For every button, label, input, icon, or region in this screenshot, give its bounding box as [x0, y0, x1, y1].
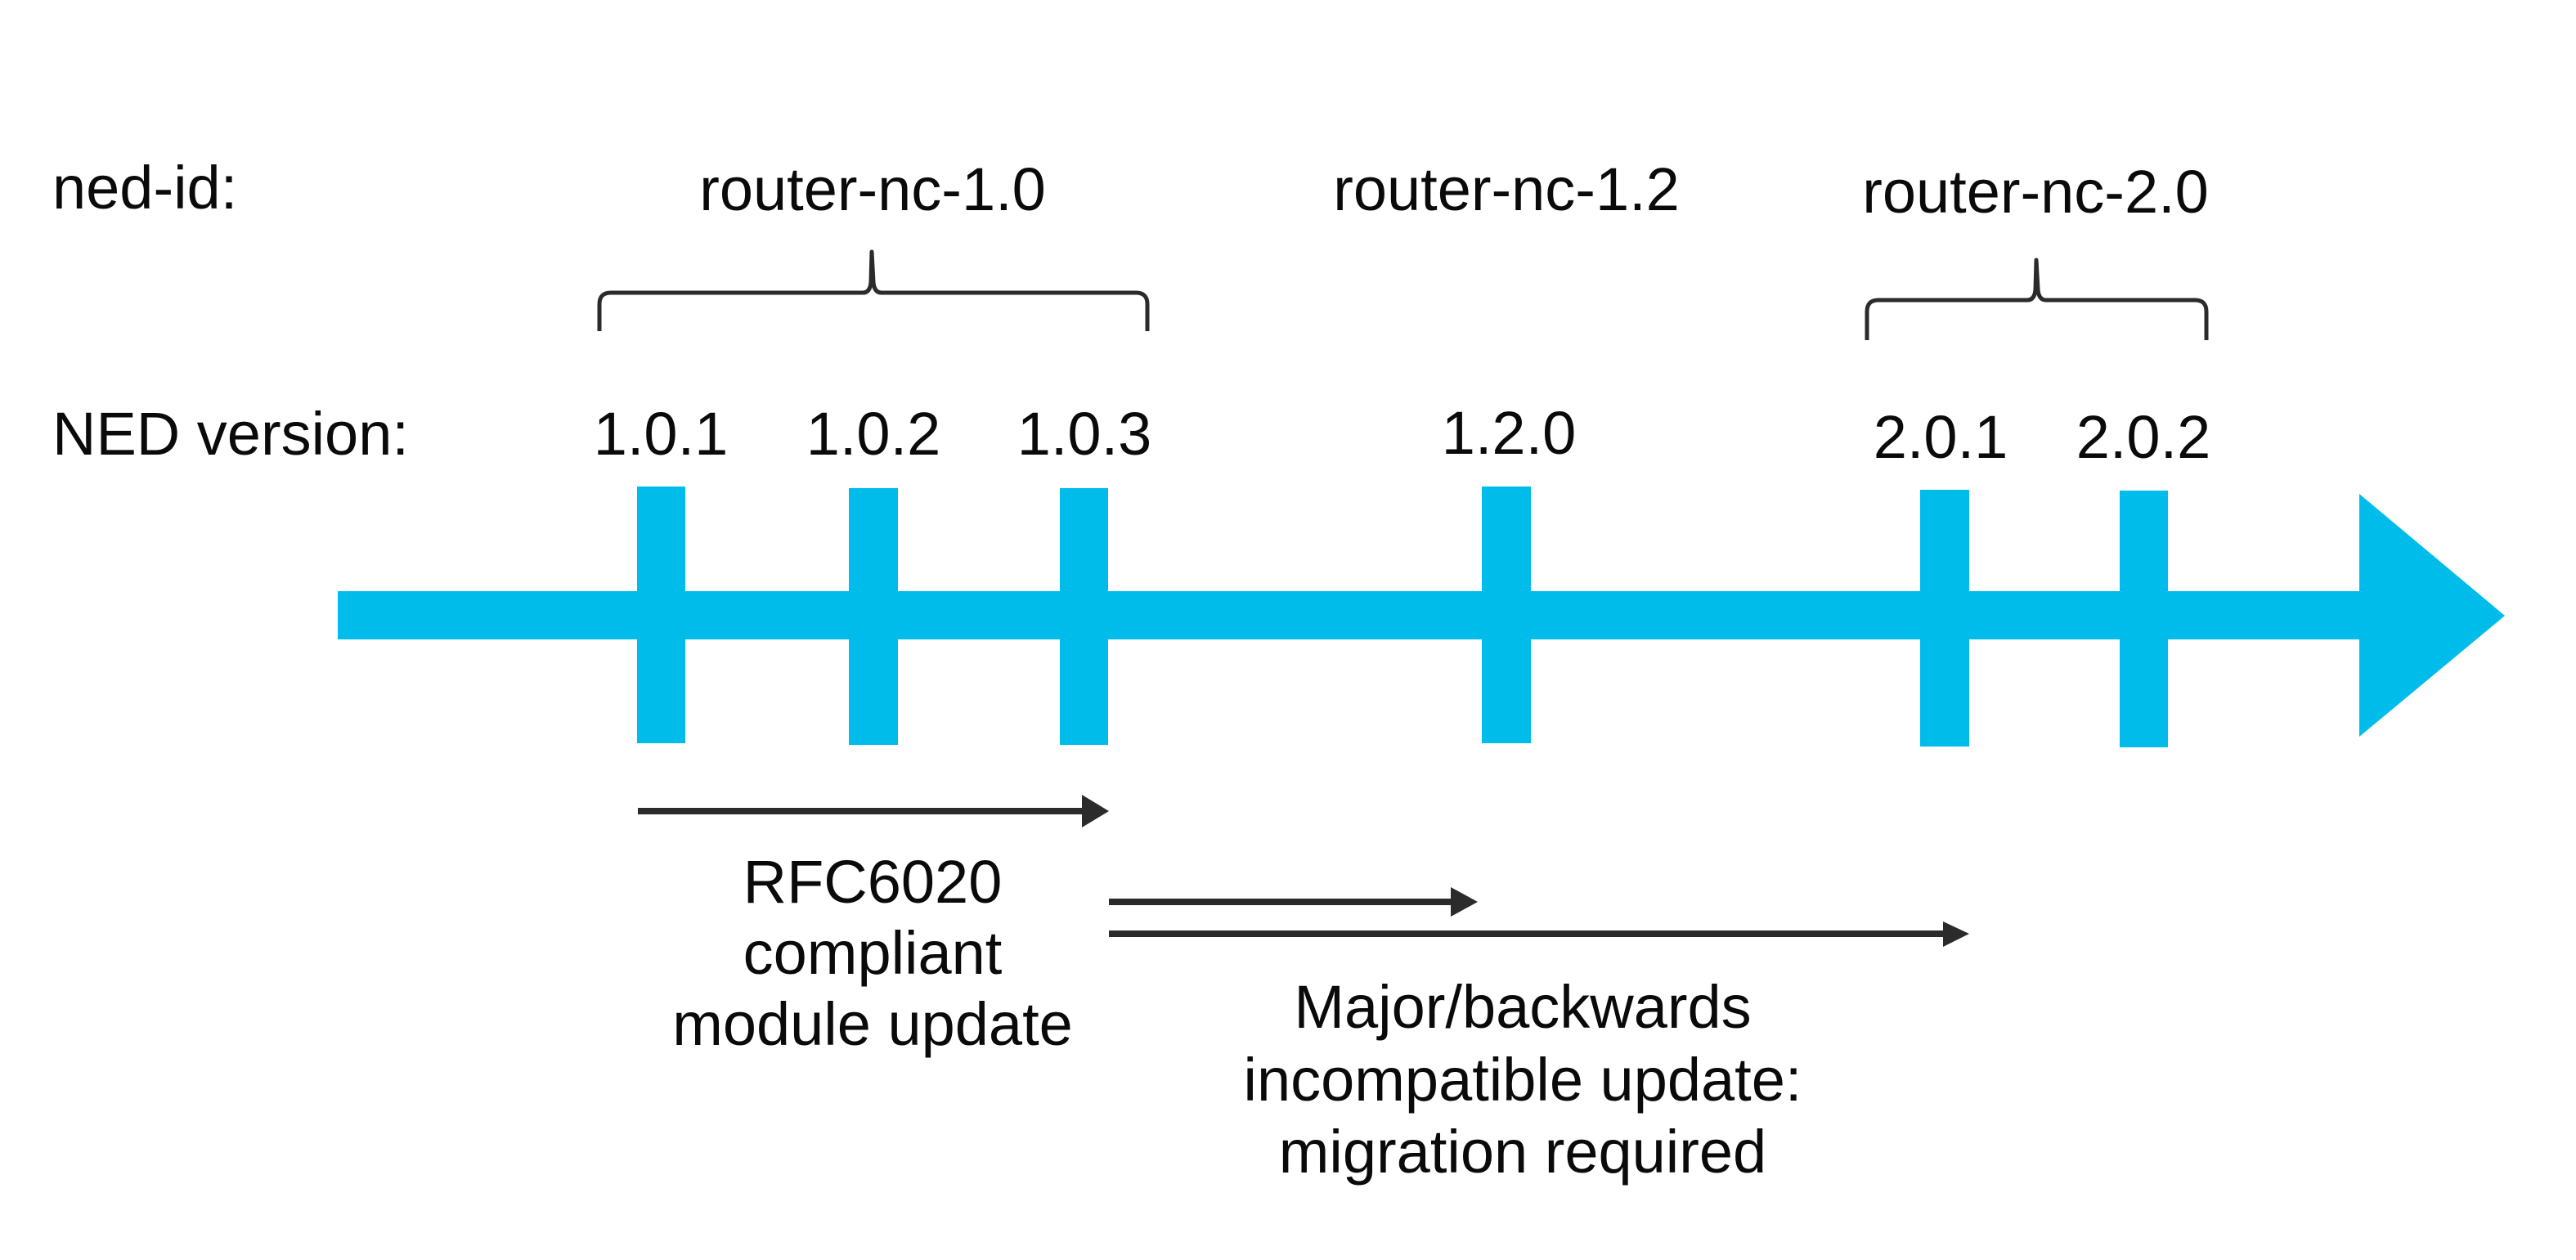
version-label-2-0-1: 2.0.1	[1874, 403, 2008, 471]
arrow-head-icon	[1451, 887, 1478, 917]
note-compliant-line-2: compliant	[743, 919, 1003, 987]
version-tick-1-2-0	[1482, 487, 1531, 743]
update-arrow-1-0-1-to-1-0-3	[638, 795, 1109, 827]
update-arrows	[638, 795, 1969, 947]
timeline-arrowhead-icon	[2359, 494, 2505, 737]
version-label-1-0-2: 1.0.2	[806, 400, 941, 468]
arrow-shaft	[638, 808, 1084, 814]
update-arrow-1-0-3-to-2-0-1	[1109, 921, 1969, 947]
version-tick-1-0-1	[637, 487, 685, 743]
arrow-shaft	[1109, 930, 1945, 937]
ned-id-label-router-nc-2-0: router-nc-2.0	[1862, 158, 2209, 226]
arrow-head-icon	[1943, 921, 1969, 947]
ned-id-row-label: ned-id:	[52, 154, 237, 222]
version-label-2-0-2: 2.0.2	[2076, 403, 2211, 471]
arrow-shaft	[1109, 899, 1452, 905]
version-tick-2-0-1	[1920, 490, 1969, 747]
version-label-1-0-1: 1.0.1	[594, 400, 729, 468]
version-tick-1-0-3	[1060, 488, 1108, 745]
update-arrow-1-0-3-to-1-2-0	[1109, 887, 1478, 917]
brace-router-nc-1-0	[597, 249, 1150, 331]
note-major-line-3: migration required	[1279, 1118, 1766, 1186]
note-compliant-line-1: RFC6020	[743, 848, 1003, 916]
note-compliant-line-3: module update	[672, 990, 1073, 1058]
ned-id-label-router-nc-1-2: router-nc-1.2	[1333, 155, 1680, 223]
version-label-1-2-0: 1.2.0	[1442, 399, 1577, 467]
version-ticks	[637, 487, 2168, 747]
version-label-1-0-3: 1.0.3	[1017, 400, 1152, 468]
version-tick-1-0-2	[849, 488, 898, 745]
note-major-line-1: Major/backwards	[1294, 973, 1751, 1041]
note-compliant-update: RFC6020 compliant module update	[672, 848, 1073, 1058]
note-major-line-2: incompatible update:	[1244, 1046, 1802, 1114]
brace-router-nc-2-0	[1865, 258, 2209, 340]
note-major-update: Major/backwards incompatible update: mig…	[1244, 973, 1802, 1186]
arrow-head-icon	[1082, 795, 1109, 827]
version-tick-2-0-2	[2120, 491, 2168, 747]
ned-version-row-label: NED version:	[52, 400, 409, 468]
ned-id-label-router-nc-1-0: router-nc-1.0	[699, 155, 1046, 223]
